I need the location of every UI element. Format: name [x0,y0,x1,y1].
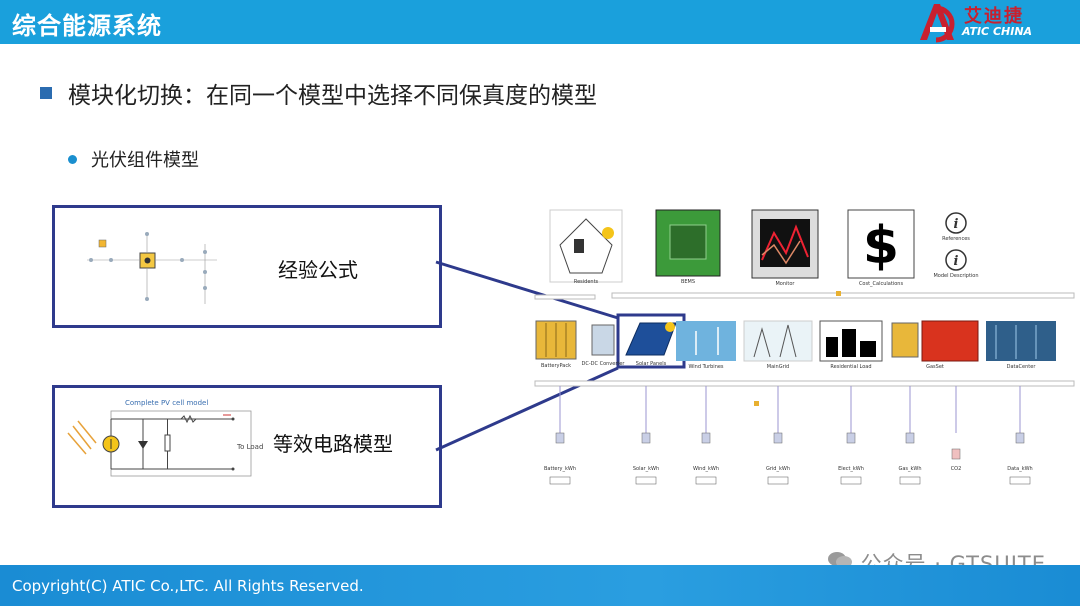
square-bullet-icon [40,87,52,99]
solar-panel-block [625,322,677,356]
page-title: 综合能源系统 [12,12,162,40]
svg-text:Residential Load: Residential Load [830,364,871,370]
logo-text-en: ATIC CHINA [962,25,1033,38]
svg-text:i: i [954,254,959,269]
svg-text:Wind_kWh: Wind_kWh [693,466,719,472]
to-load-label: To Load [236,443,263,451]
datacenter-block [986,321,1056,361]
circuit-model-box: Complete PV cell model To Load 等效电路模型 [52,385,442,508]
svg-text:$: $ [863,216,899,276]
svg-text:Monitor: Monitor [775,281,795,287]
pv-circuit-diagram: Complete PV cell model To Load [67,399,263,477]
copyright-text: Copyright(C) ATIC Co.,LTC. All Rights Re… [12,577,364,595]
svg-text:DC-DC Converter: DC-DC Converter [582,361,626,367]
header-bar: 综合能源系统 艾迪捷 ATIC CHINA [0,0,1080,44]
monitor-block [751,209,819,279]
svg-text:Residents: Residents [574,279,599,285]
empirical-model-box: 经验公式 [52,205,442,328]
svg-text:i: i [954,217,959,232]
info-icons: i i [945,212,967,271]
gasset-engine [921,320,979,362]
cost-block: $ [847,209,915,279]
gasset-battery [891,322,919,358]
system-diagram-svg: $ i i Residents BEMS Monitor Cost_Calcul… [534,209,1075,485]
dcdc-block [591,324,615,356]
svg-text:Solar_kWh: Solar_kWh [633,466,659,472]
empirical-schematic [87,232,217,304]
svg-text:Data_kWh: Data_kWh [1007,466,1032,472]
atic-logo-icon [920,4,955,43]
residents-block [549,209,623,283]
main-bullet-text: 模块化切换：在同一个模型中选择不同保真度的模型 [68,83,597,109]
svg-text:MainGrid: MainGrid [767,364,789,370]
company-logo: 艾迪捷 ATIC CHINA [912,0,1080,44]
dot-bullet-icon [68,154,77,164]
circuit-title: Complete PV cell model [125,399,208,407]
svg-text:Cost_Calculations: Cost_Calculations [859,281,904,287]
sub-bullet-text: 光伏组件模型 [91,150,199,171]
svg-text:BatteryPack: BatteryPack [541,363,571,369]
svg-text:References: References [942,236,970,242]
svg-text:DataCenter: DataCenter [1007,364,1037,370]
svg-text:Elect_kWh: Elect_kWh [838,466,864,472]
wind-block [676,321,736,361]
svg-text:Gas_kWh: Gas_kWh [898,466,921,472]
battery-block [535,320,577,360]
svg-text:CO2: CO2 [951,466,962,472]
circuit-model-label: 等效电路模型 [273,432,393,456]
svg-text:Solar Panels: Solar Panels [636,361,667,367]
svg-text:Model Description: Model Description [933,273,978,279]
svg-text:GasSet: GasSet [926,364,944,370]
footer-bar: Copyright(C) ATIC Co.,LTC. All Rights Re… [0,565,1080,606]
maingrid-block [743,320,813,362]
bems-block [655,209,721,277]
sub-bullet: 光伏组件模型 [68,146,199,172]
empirical-model-label: 经验公式 [278,258,358,282]
system-diagram: $ i i Residents BEMS Monitor Cost_Calcul… [530,205,1078,505]
main-bullet: 模块化切换：在同一个模型中选择不同保真度的模型 [40,76,597,110]
svg-text:Wind Turbines: Wind Turbines [688,364,723,370]
svg-text:Battery_kWh: Battery_kWh [544,466,576,472]
logo-text-cn: 艾迪捷 [964,6,1024,27]
svg-text:Grid_kWh: Grid_kWh [766,466,790,472]
svg-text:BEMS: BEMS [681,279,695,285]
